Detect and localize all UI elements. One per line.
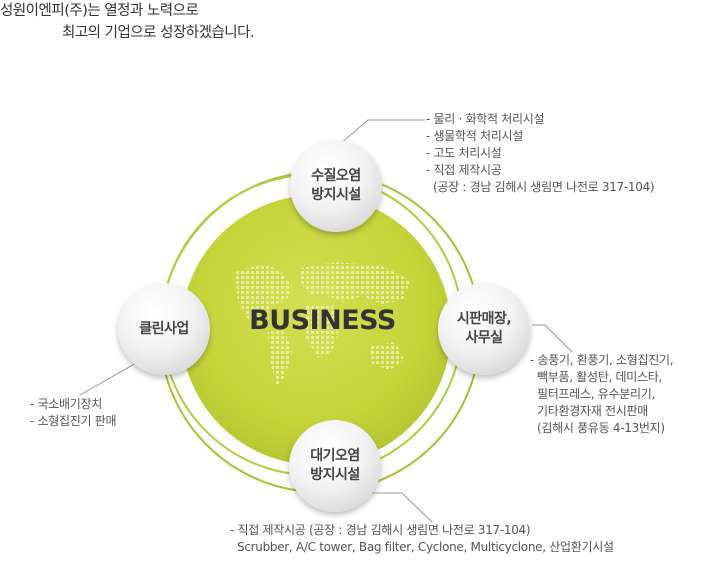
leader-line-air (372, 492, 433, 523)
node-air-label: 대기오염 방지시설 (310, 448, 360, 483)
node-sales-label: 시판매장, 사무실 (456, 311, 512, 346)
node-clean-label: 클린사업 (139, 320, 189, 337)
node-sales-office: 시판매장, 사무실 (438, 283, 530, 375)
center-label: BUSINESS (249, 305, 396, 336)
desc-air: - 직접 제작시공 (공장 : 경남 김해시 생림면 나전로 317-104) … (230, 523, 614, 554)
desc-sales: - 송풍기, 환풍기, 소형집진기, 빽부품, 활성탄, 데미스타, 필터프레스… (530, 353, 674, 435)
desc-water: - 물리 · 화학적 처리시설 - 생물학적 처리시설 - 고도 처리시설 - … (426, 112, 655, 194)
headline: 성원이엔피(주)는 열정과 노력으로 최고의 기업으로 성장하겠습니다. (0, 0, 255, 44)
leader-line-clean (79, 361, 139, 396)
node-water-pollution: 수질오염 방지시설 (290, 140, 382, 232)
node-air-pollution: 대기오염 방지시설 (289, 420, 381, 512)
node-water-label: 수질오염 방지시설 (311, 168, 361, 203)
leader-line-water (339, 119, 425, 145)
desc-clean: - 국소배기장치 - 소형집진기 판매 (30, 397, 117, 428)
headline-line-2: 최고의 기업으로 성장하겠습니다. (62, 25, 255, 41)
headline-line-1: 성원이엔피(주)는 열정과 노력으로 (0, 3, 199, 19)
world-map-dots (235, 262, 410, 386)
leader-line-sales (532, 324, 573, 353)
node-clean-business: 클린사업 (118, 283, 210, 375)
